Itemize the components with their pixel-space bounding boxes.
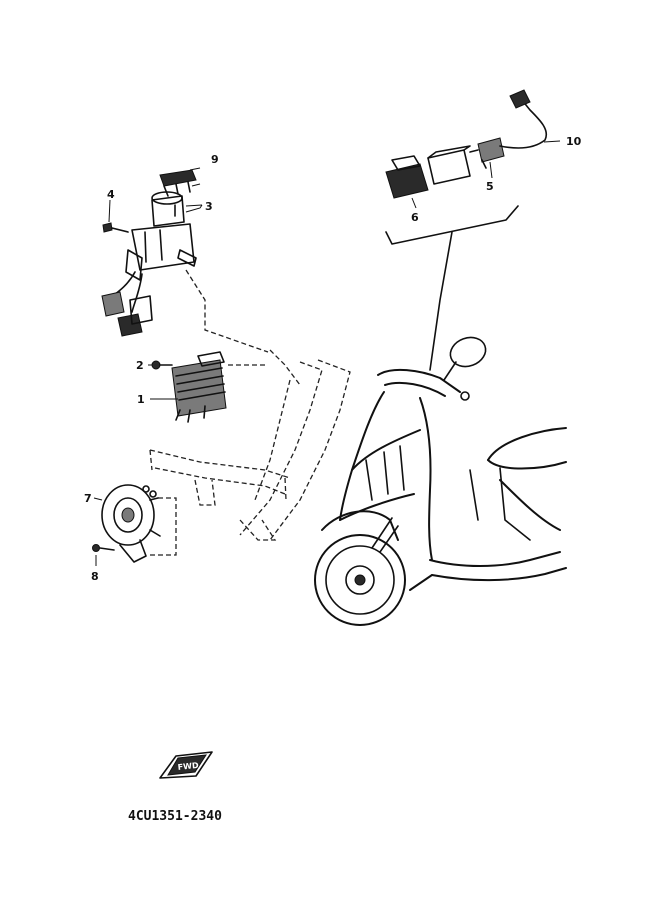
callout-8: 8 bbox=[91, 570, 99, 583]
callout-3: 3 bbox=[205, 200, 213, 213]
frame-outline bbox=[149, 349, 351, 541]
cdi-unit bbox=[427, 145, 471, 185]
callout-6: 6 bbox=[411, 211, 419, 224]
callouts: 9 3 4 2 1 7 8 5 6 10 bbox=[84, 135, 582, 583]
fwd-direction-badge: FWD bbox=[159, 751, 213, 779]
screw-4 bbox=[102, 222, 129, 233]
horn bbox=[101, 484, 161, 563]
callout-4: 4 bbox=[107, 188, 115, 201]
front-wheel bbox=[314, 517, 406, 626]
mirror bbox=[443, 336, 487, 381]
callout-1: 1 bbox=[137, 393, 145, 406]
callout-10: 10 bbox=[566, 135, 582, 148]
relay-6 bbox=[385, 155, 429, 199]
main-switch-assembly bbox=[101, 169, 197, 337]
callout-2: 2 bbox=[136, 359, 144, 372]
leader-lines bbox=[93, 140, 561, 566]
callout-7: 7 bbox=[84, 492, 92, 505]
callout-9: 9 bbox=[211, 153, 219, 166]
relay-5 bbox=[469, 137, 505, 169]
bolt-8 bbox=[92, 544, 115, 552]
bolt-2 bbox=[151, 360, 173, 370]
callout-5: 5 bbox=[486, 180, 494, 193]
sensor-10 bbox=[499, 89, 548, 149]
fwd-label: FWD bbox=[177, 761, 199, 772]
scooter-illustration bbox=[314, 336, 567, 626]
rectifier-regulator bbox=[171, 351, 227, 423]
drawing-code: 4CU1351-2340 bbox=[128, 809, 222, 824]
